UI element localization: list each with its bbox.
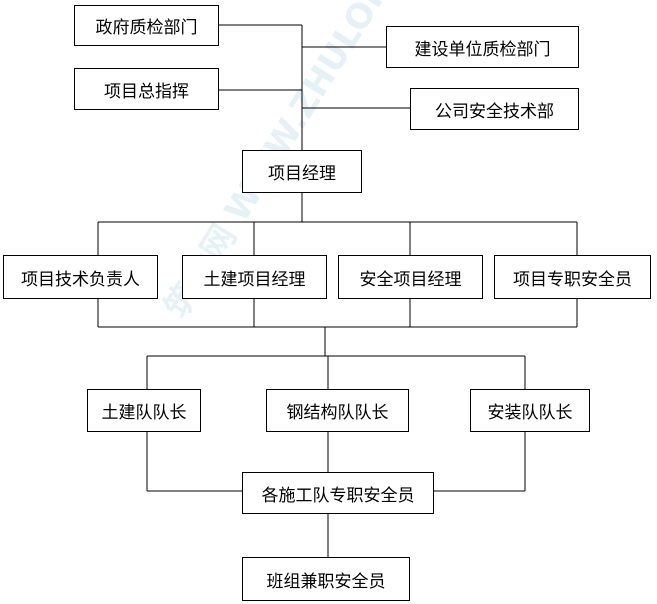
- node-team-safety: 各施工队专职安全员: [242, 472, 434, 514]
- node-project-manager: 项目经理: [242, 150, 362, 193]
- node-safety-manager: 安全项目经理: [338, 255, 483, 299]
- node-builder-quality: 建设单位质检部门: [386, 26, 579, 68]
- node-tech-lead: 项目技术负责人: [3, 255, 158, 299]
- node-crew-safety: 班组兼职安全员: [242, 557, 410, 601]
- node-steel-team: 钢结构队队长: [266, 389, 409, 432]
- node-safety-officer: 项目专职安全员: [494, 255, 651, 299]
- node-install-team: 安装队队长: [470, 389, 590, 432]
- node-gov-quality: 政府质检部门: [74, 5, 219, 46]
- node-company-safety: 公司安全技术部: [410, 88, 579, 130]
- node-civil-team: 土建队队长: [87, 389, 201, 432]
- node-civil-manager: 土建项目经理: [182, 255, 327, 299]
- node-project-commander: 项目总指挥: [74, 68, 219, 110]
